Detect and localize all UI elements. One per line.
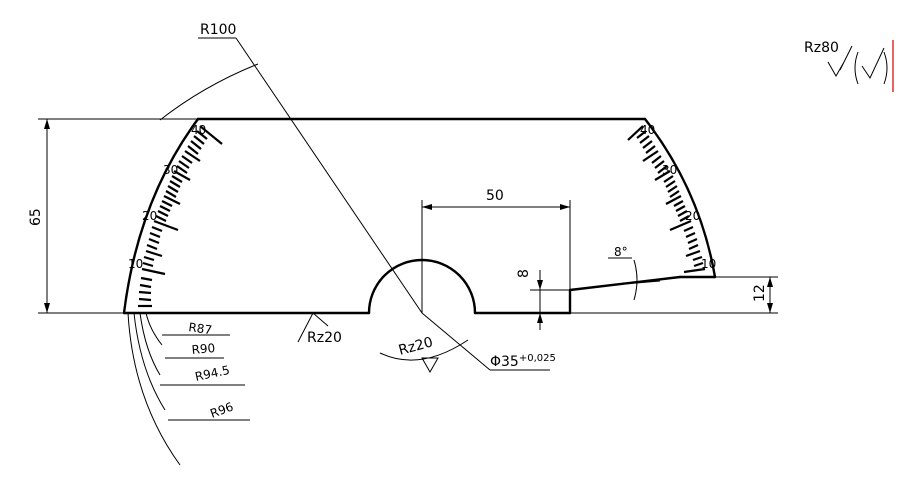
bore-tolerance-value: +0,025 — [519, 353, 556, 364]
roughness-general-symbol-icon — [827, 45, 853, 78]
dim-bore-diameter-label: Φ35+0,025 — [490, 353, 556, 370]
dim-r96-label: R96 — [208, 400, 235, 421]
left-scale-label-10: 10 — [128, 257, 143, 271]
left-scale: 40 30 20 10 — [128, 123, 223, 308]
right-scale-label-30: 30 — [662, 163, 677, 177]
roughness-general-label: Rz80 — [804, 40, 839, 56]
dim-r94-5-label: R94.5 — [194, 363, 231, 384]
roughness-general: Rz80 — [804, 40, 894, 92]
check-mark-icon — [861, 47, 885, 80]
dim-r100-label: R100 — [200, 22, 236, 38]
dim-height-65-label: 65 — [28, 208, 44, 226]
dim-width-50-label: 50 — [486, 188, 504, 204]
roughness-bore-label: Rz20 — [397, 334, 435, 358]
right-scale-label-40: 40 — [640, 123, 655, 137]
right-scale-label-20: 20 — [685, 209, 700, 223]
left-scale-ticks — [138, 125, 223, 308]
dim-angle-8-label: 8° — [614, 245, 628, 259]
bore-diameter-value: Φ35 — [490, 354, 519, 370]
right-arc — [643, 117, 717, 279]
roughness-bore: Rz20 — [397, 334, 439, 374]
dim-height-12-label: 12 — [752, 284, 768, 302]
left-scale-label-30: 30 — [163, 163, 178, 177]
left-scale-label-40: 40 — [191, 123, 206, 137]
roughness-base: Rz20 — [297, 312, 342, 346]
dim-r90-label: R90 — [191, 341, 216, 357]
dimension-arrows — [44, 119, 773, 323]
right-scale-label-10: 10 — [701, 257, 716, 271]
roughness-symbol-icon — [297, 312, 329, 343]
right-scale-ticks — [627, 125, 706, 274]
left-scale-label-20: 20 — [142, 209, 157, 223]
dim-r87-label: R87 — [188, 320, 213, 337]
paren-close-icon — [883, 51, 888, 85]
left-arc — [122, 117, 200, 315]
roughness-bore-symbol-icon — [421, 357, 439, 374]
right-scale: 40 30 20 10 — [627, 123, 716, 274]
paren-open-icon — [854, 51, 859, 85]
roughness-base-label: Rz20 — [307, 330, 342, 346]
dim-depth-8-label: 8 — [516, 269, 532, 278]
